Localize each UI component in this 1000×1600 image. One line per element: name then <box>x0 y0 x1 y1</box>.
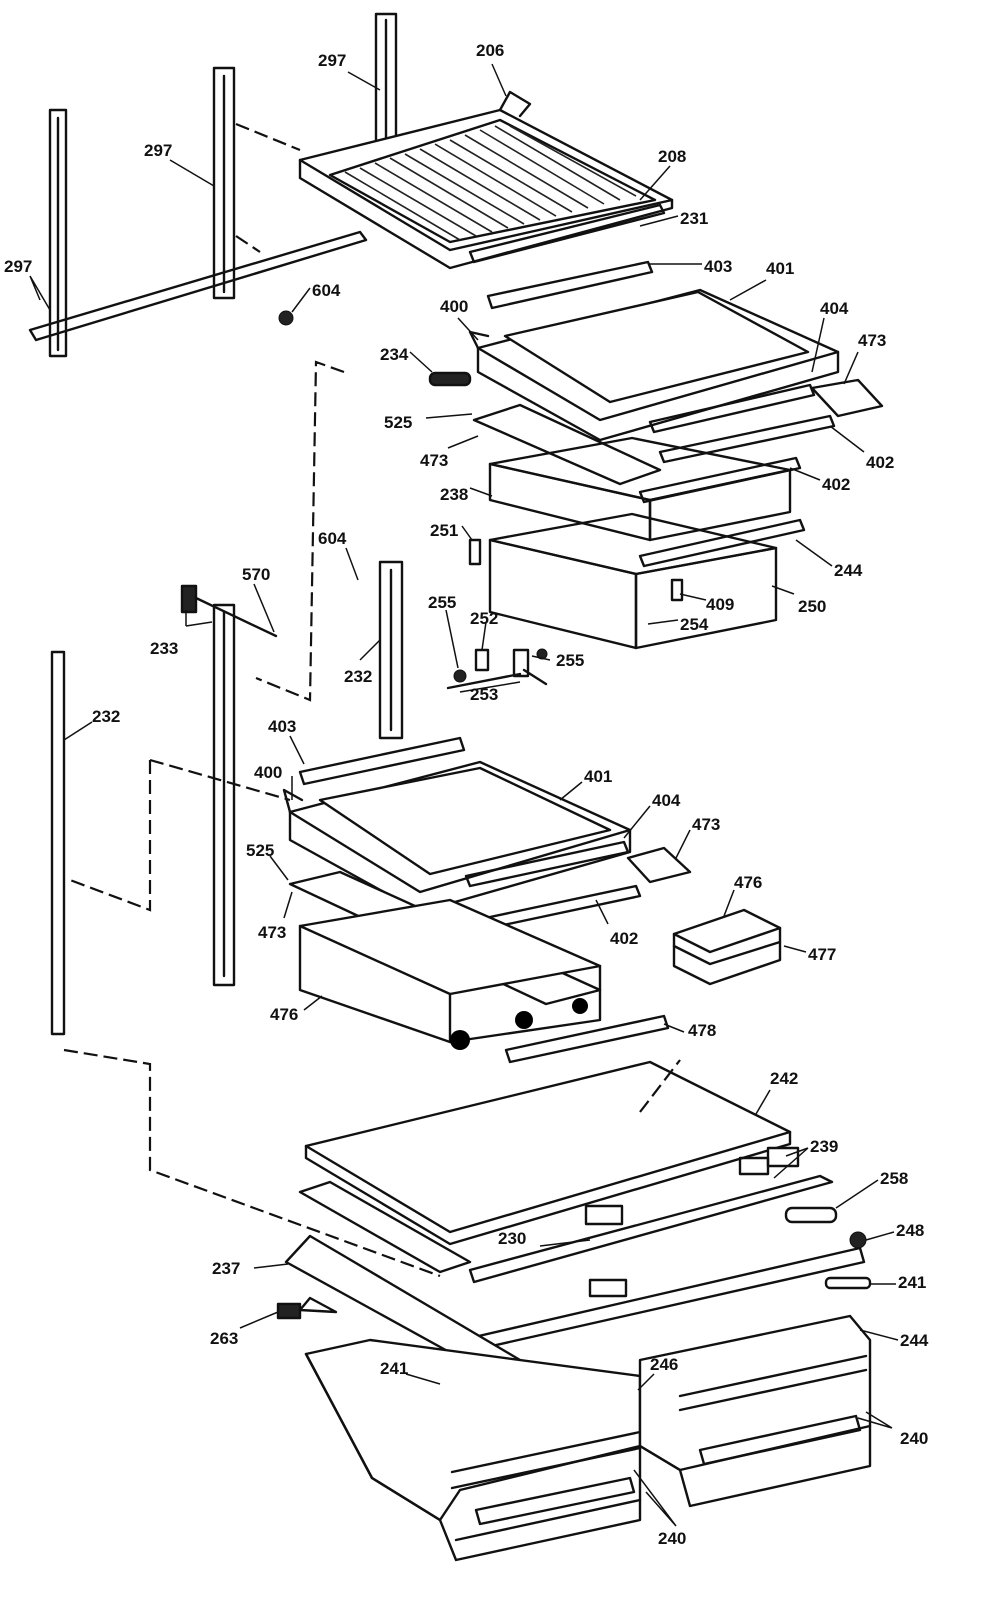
callout-237: 237 <box>212 1259 240 1278</box>
bracket-233 <box>180 584 278 638</box>
callout-477: 477 <box>808 945 836 964</box>
callout-476-a: 476 <box>734 873 762 892</box>
pin-263 <box>276 1302 302 1320</box>
callout-254: 254 <box>680 615 709 634</box>
callout-250: 250 <box>798 597 826 616</box>
callout-473-b: 473 <box>420 451 448 470</box>
assembly-line-mid <box>69 758 291 912</box>
callout-251: 251 <box>430 521 458 540</box>
callout-232-a: 232 <box>92 707 120 726</box>
shelf-rail-right-top <box>374 12 398 146</box>
crisper-drawer-right <box>638 1314 872 1508</box>
callout-258: 258 <box>880 1169 908 1188</box>
crisper-cover-frame <box>298 1146 866 1352</box>
drawer-hardware <box>446 538 684 690</box>
lower-shelf-frame-drawer <box>288 870 602 1050</box>
callout-239: 239 <box>810 1137 838 1156</box>
callout-478: 478 <box>688 1021 716 1040</box>
callout-409: 409 <box>706 595 734 614</box>
callout-404-a: 404 <box>820 299 849 318</box>
assembly-line-lower <box>63 1048 681 1278</box>
callout-255-b: 255 <box>556 651 584 670</box>
callout-525-b: 525 <box>246 841 274 860</box>
lower-glass-shelf <box>282 760 632 914</box>
roller-258 <box>784 1206 838 1224</box>
assembly-line-top <box>235 122 301 253</box>
cross-rail <box>28 230 368 342</box>
fastener-248 <box>849 1231 867 1249</box>
wire-shelf <box>298 90 674 270</box>
upper-shelf-frame <box>472 403 836 486</box>
upper-glass-shelf <box>468 288 840 442</box>
callout-297-c: 297 <box>4 257 32 276</box>
callout-240-a: 240 <box>900 1429 928 1448</box>
screw-604-top <box>278 310 294 326</box>
callout-241-a: 241 <box>898 1273 926 1292</box>
callout-244-b: 244 <box>900 1331 929 1350</box>
callout-403-a: 403 <box>704 257 732 276</box>
callout-525-a: 525 <box>384 413 412 432</box>
lower-front-trim <box>504 1014 670 1064</box>
callout-232-b: 232 <box>344 667 372 686</box>
callout-473-c: 473 <box>692 815 720 834</box>
callout-404-b: 404 <box>652 791 681 810</box>
callout-255-a: 255 <box>428 593 456 612</box>
shelf-rail-mid-left <box>212 603 236 987</box>
callout-248: 248 <box>896 1221 924 1240</box>
callout-240-b: 240 <box>658 1529 686 1548</box>
callout-604-b: 604 <box>318 529 347 548</box>
callout-246: 246 <box>650 1355 678 1374</box>
callout-252: 252 <box>470 609 498 628</box>
shelf-rail-mid-right <box>378 560 404 740</box>
callout-231: 231 <box>680 209 708 228</box>
callout-234: 234 <box>380 345 409 364</box>
upper-shelf-rear-trim <box>648 383 816 434</box>
upper-crisper-drawer <box>488 436 802 542</box>
callout-206: 206 <box>476 41 504 60</box>
crisper-cover-glass <box>304 1060 792 1246</box>
leader-lines <box>29 63 899 1527</box>
callout-233: 233 <box>150 639 178 658</box>
callout-244-a: 244 <box>834 561 863 580</box>
callout-402-b: 402 <box>822 475 850 494</box>
shelf-rail-left-top <box>48 108 68 358</box>
shelf-rail-long-left <box>50 650 66 1036</box>
callout-570: 570 <box>242 565 270 584</box>
callout-297-a: 297 <box>318 51 346 70</box>
callout-403-b: 403 <box>268 717 296 736</box>
callout-253: 253 <box>470 685 498 704</box>
upper-drawer-frame <box>488 512 806 650</box>
callout-473-d: 473 <box>258 923 286 942</box>
callout-476-b: 476 <box>270 1005 298 1024</box>
upper-shelf-end-cap <box>810 378 884 418</box>
callout-230: 230 <box>498 1229 526 1248</box>
meat-keeper-box <box>672 908 782 986</box>
callout-400-a: 400 <box>440 297 468 316</box>
callout-402-a: 402 <box>866 453 894 472</box>
callout-402-c: 402 <box>610 929 638 948</box>
upper-shelf-front-trim <box>486 260 654 310</box>
shelf-rail-center-top <box>212 66 236 300</box>
callout-238: 238 <box>440 485 468 504</box>
callout-labels: 297 206 297 208 231 297 403 401 604 400 … <box>4 41 929 1548</box>
callout-242: 242 <box>770 1069 798 1088</box>
callout-401-a: 401 <box>766 259 794 278</box>
callout-604-a: 604 <box>312 281 341 300</box>
crisper-drawer-left <box>304 1338 642 1562</box>
lower-shelf-front-trim <box>298 736 466 786</box>
wire-shelf-trim <box>468 203 666 264</box>
wire-shelf-grid <box>344 125 637 241</box>
pin-234 <box>428 371 472 387</box>
callout-263: 263 <box>210 1329 238 1348</box>
callout-297-b: 297 <box>144 141 172 160</box>
callout-401-b: 401 <box>584 767 612 786</box>
callout-400-b: 400 <box>254 763 282 782</box>
callout-241-b: 241 <box>380 1359 408 1378</box>
callout-208: 208 <box>658 147 686 166</box>
callout-473-a: 473 <box>858 331 886 350</box>
